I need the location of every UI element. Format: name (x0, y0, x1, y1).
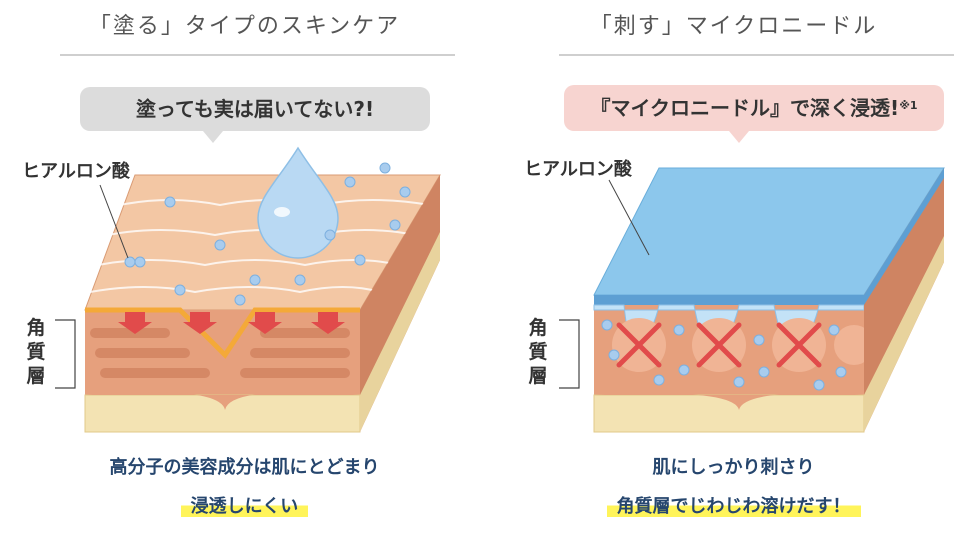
left-caption-highlight: 浸透しにくい (180, 496, 309, 517)
left-hyaluronic-molecules (124, 162, 411, 306)
right-title-rule (559, 54, 954, 56)
right-leader-line (608, 179, 650, 256)
left-title: 「塗る」タイプのスキンケア (88, 14, 401, 39)
right-bracket (559, 319, 580, 389)
left-hyaluronic-label: ヒアルロン酸 (22, 161, 130, 182)
right-speech-bubble: 『マイクロニードル』で深く浸透!※1 (564, 85, 944, 143)
right-title: 「刺す」マイクロニードル (589, 14, 878, 39)
layer-char: 角 (528, 317, 548, 339)
left-leader-line (99, 184, 129, 259)
right-caption-highlight: 角質層でじわじわ溶けだす！ (606, 496, 861, 517)
layer-char: 角 (26, 317, 46, 339)
layer-char: 質 (528, 341, 548, 363)
right-caption-line2: 角質層でじわじわ溶けだす！ (489, 492, 978, 518)
left-bracket (55, 319, 76, 389)
right-bubble-note: ※1 (899, 99, 918, 112)
arrow-down (118, 312, 152, 334)
arrow-down (183, 312, 217, 334)
right-hyaluronic-label: ヒアルロン酸 (524, 159, 632, 180)
left-caption-line1: 高分子の美容成分は肌にとどまり (109, 457, 380, 478)
right-layer-label: 角 質 層 (527, 316, 549, 388)
left-title-rule (60, 54, 455, 56)
left-skin-diagram (55, 146, 441, 433)
left-speech-bubble: 塗っても実は届いてない?! (80, 87, 430, 143)
right-caption-line1: 肌にしっかり刺さり (652, 457, 815, 478)
layer-char: 質 (26, 341, 46, 363)
arrow-down (248, 312, 282, 334)
left-layer-label: 角 質 層 (25, 316, 47, 388)
right-bubble-text: 『マイクロニードル』で深く浸透! (590, 96, 900, 120)
arrow-down (311, 312, 345, 334)
right-skin-diagram (559, 167, 945, 433)
right-arrows (616, 322, 822, 368)
left-arrows (118, 312, 345, 334)
left-bubble-text: 塗っても実は届いてない?! (135, 97, 375, 121)
left-caption-line2: 浸透しにくい (0, 492, 489, 518)
right-hyaluronic-molecules (601, 314, 890, 391)
water-drop-icon (257, 146, 339, 259)
left-panel: 「塗る」タイプのスキンケア 塗っても実は届いてない?! (0, 14, 489, 518)
layer-char: 層 (26, 365, 46, 387)
right-panel: 「刺す」マイクロニードル 『マイクロニードル』で深く浸透!※1 (489, 0, 978, 538)
layer-char: 層 (528, 365, 548, 387)
